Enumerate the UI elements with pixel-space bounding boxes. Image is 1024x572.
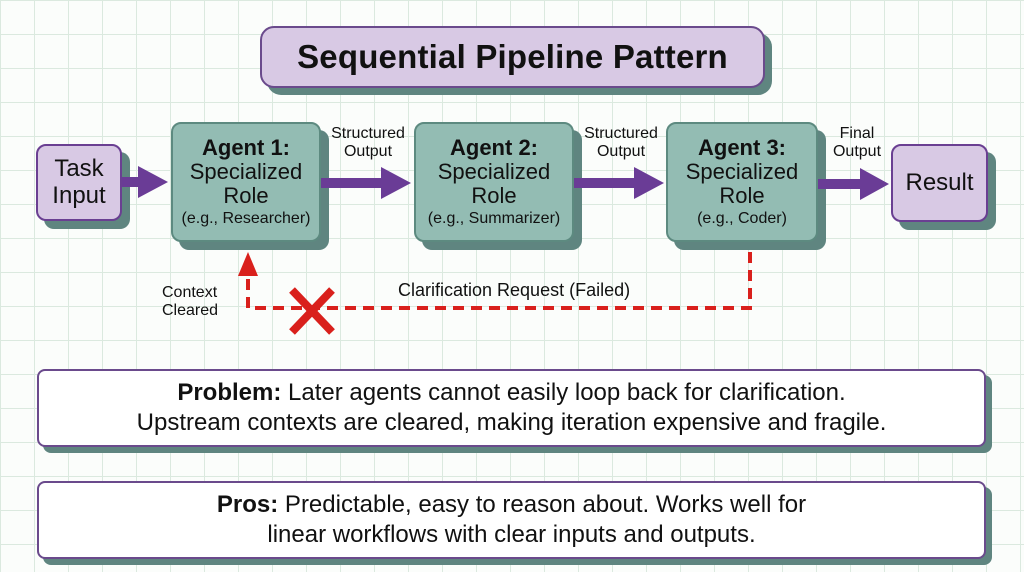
feedback-arrowhead-icon	[238, 252, 258, 276]
problem-text1: Later agents cannot easily loop back for…	[281, 379, 846, 406]
title-text: Sequential Pipeline Pattern	[297, 37, 728, 75]
pros-text2: linear workflows with clear inputs and o…	[267, 521, 756, 548]
agent-3-node: Agent 3: Specialized Role (e.g., Coder)	[666, 122, 818, 242]
context-line2: Cleared	[162, 301, 219, 319]
result-label: Result	[905, 168, 974, 196]
agent-1-example: (e.g., Researcher)	[181, 210, 311, 228]
arrow-agent3-to-result	[818, 168, 889, 200]
agent-3-role-line2: Role	[719, 183, 765, 209]
edge-label-line1: Final	[839, 125, 875, 142]
agent-2-role-line1: Specialized	[437, 159, 551, 185]
edge-label-line2: Output	[832, 142, 882, 160]
agent-2-node: Agent 2: Specialized Role (e.g., Summari…	[414, 122, 574, 242]
agent-2-role-line2: Role	[471, 183, 517, 209]
agent-2-title: Agent 2:	[450, 134, 538, 160]
x-mark-icon	[289, 287, 335, 335]
pros-note: Pros: Predictable, easy to reason about.…	[37, 481, 986, 559]
agent-3-role-line1: Specialized	[685, 159, 799, 185]
context-line1: Context	[162, 284, 218, 301]
agent-3-example: (e.g., Coder)	[697, 210, 787, 228]
problem-line1: Problem: Later agents cannot easily loop…	[39, 378, 984, 408]
arrow-task-to-agent1	[122, 166, 168, 198]
context-cleared-label: Context Cleared	[162, 284, 218, 320]
edge-label-line2: Output	[343, 142, 393, 160]
task-input-line1: Task	[54, 155, 104, 183]
problem-note: Problem: Later agents cannot easily loop…	[37, 369, 986, 447]
diagram-title: Sequential Pipeline Pattern	[260, 26, 765, 88]
arrow-agent2-to-agent3	[574, 167, 664, 199]
edge-label-agent3-result: Final Output	[822, 125, 892, 161]
pros-heading: Pros:	[216, 491, 279, 518]
feedback-label: Clarification Request (Failed)	[398, 280, 631, 300]
task-input-line2: Input	[52, 181, 106, 209]
agent-1-node: Agent 1: Specialized Role (e.g., Researc…	[171, 122, 321, 242]
pros-text1: Predictable, easy to reason about. Works…	[278, 491, 807, 518]
agent-1-role-line2: Role	[223, 183, 269, 209]
agent-3-title: Agent 3:	[698, 134, 786, 160]
edge-label-agent1-agent2: Structured Output	[323, 125, 413, 161]
problem-heading: Problem:	[177, 379, 282, 406]
task-input-node: Task Input	[36, 144, 122, 221]
arrow-agent1-to-agent2	[321, 167, 411, 199]
edge-label-line2: Output	[596, 142, 646, 160]
agent-1-title: Agent 1:	[202, 134, 290, 160]
edge-label-line1: Structured	[331, 125, 405, 142]
problem-text2: Upstream contexts are cleared, making it…	[136, 409, 887, 436]
result-node: Result	[891, 144, 988, 222]
edge-label-line1: Structured	[584, 125, 658, 142]
agent-2-example: (e.g., Summarizer)	[427, 210, 561, 228]
agent-1-role-line1: Specialized	[189, 159, 303, 185]
edge-label-agent2-agent3: Structured Output	[576, 125, 666, 161]
pros-line1: Pros: Predictable, easy to reason about.…	[39, 490, 984, 520]
